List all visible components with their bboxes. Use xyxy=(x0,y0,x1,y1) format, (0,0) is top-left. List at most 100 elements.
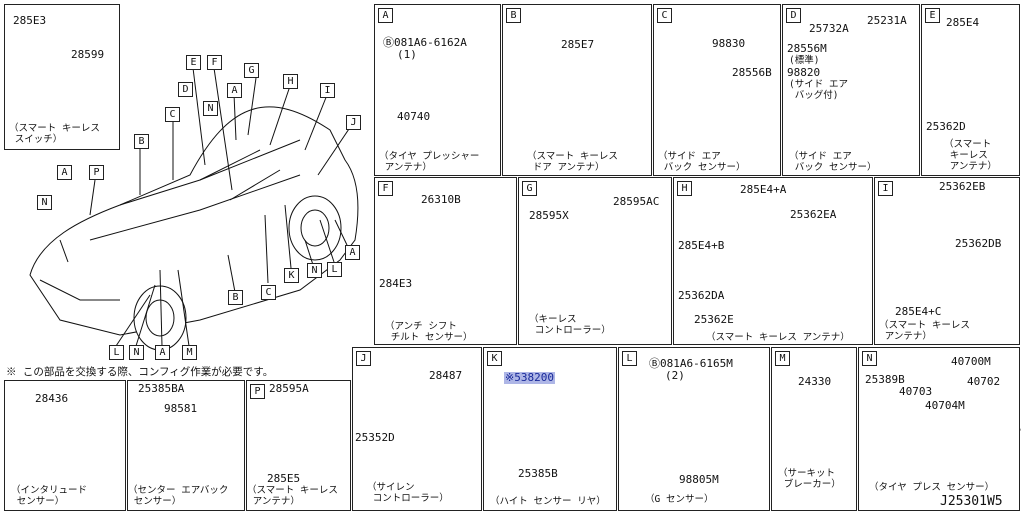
ref-tag[interactable]: N xyxy=(129,345,144,360)
ref-tag[interactable]: N xyxy=(307,263,322,278)
panel-tag: P xyxy=(250,384,265,399)
ref-tag[interactable]: B xyxy=(228,290,243,305)
ref-tag[interactable]: A xyxy=(227,83,242,98)
part-number: 28599 xyxy=(71,48,105,61)
part-number: 28487 xyxy=(429,369,463,382)
ref-tag[interactable]: L xyxy=(327,262,342,277)
part-number: 285E4 xyxy=(946,16,980,29)
caption: （サイレン コントローラー） xyxy=(367,482,449,504)
part-number: 40700M xyxy=(951,355,991,368)
panel-tag: F xyxy=(378,181,393,196)
ref-tag[interactable]: C xyxy=(165,107,180,122)
panel-p: P 28595A 285E5 （スマート キーレス アンテナ） xyxy=(246,380,351,511)
caption: （スマート キーレス アンテナ） xyxy=(706,332,850,343)
ref-tag[interactable]: A xyxy=(155,345,170,360)
ref-tag[interactable]: B xyxy=(134,134,149,149)
part-number: 285E4+B xyxy=(678,239,725,252)
ref-tag[interactable]: J xyxy=(346,115,361,130)
part-number: 40702 xyxy=(967,375,1001,388)
bolt-part-number: Ⓑ081A6-6165M xyxy=(649,357,733,370)
part-note: (サイド エア バッグ付) xyxy=(789,79,848,101)
ref-tag[interactable]: G xyxy=(244,63,259,78)
part-number: 28595A xyxy=(269,382,309,395)
part-number: 98820 xyxy=(787,66,821,79)
ref-tag[interactable]: D xyxy=(178,82,193,97)
part-note: (標準) xyxy=(789,55,820,66)
quantity: (1) xyxy=(397,48,417,61)
part-number: 25385BA xyxy=(138,382,185,395)
ref-tag[interactable]: P xyxy=(89,165,104,180)
ref-tag[interactable]: N xyxy=(203,101,218,116)
center-airbag-sensor-panel: 25385BA 98581 （センター エアバック センサー） xyxy=(127,380,245,511)
part-number: 25362EB xyxy=(939,180,986,193)
panel-k: K ※538200 25385B （ハイト センサー リヤ） xyxy=(483,347,617,511)
ref-tag[interactable]: C xyxy=(261,285,276,300)
part-number: 28556M xyxy=(787,42,827,55)
panel-h: H 285E4+A 25362EA 285E4+B 25362DA 25362E… xyxy=(673,177,873,345)
ref-tag[interactable]: A xyxy=(345,245,360,260)
ref-tag[interactable]: L xyxy=(109,345,124,360)
panel-tag: B xyxy=(506,8,521,23)
ref-tag[interactable]: H xyxy=(283,74,298,89)
part-number: 98581 xyxy=(164,402,198,415)
panel-tag: L xyxy=(622,351,637,366)
part-number: 25362DA xyxy=(678,289,725,302)
panel-tag: C xyxy=(657,8,672,23)
part-number: 98805M xyxy=(679,473,719,486)
panel-tag: J xyxy=(356,351,371,366)
part-number: 284E3 xyxy=(379,277,413,290)
part-number: 28595AC xyxy=(613,195,660,208)
panel-m: M 24330 （サーキット ブレーカー） xyxy=(771,347,857,511)
ref-tag[interactable]: I xyxy=(320,83,335,98)
ref-tag[interactable]: N xyxy=(37,195,52,210)
part-number: 40704M xyxy=(925,399,965,412)
part-number: 285E4+C xyxy=(895,305,942,318)
part-number: 25362DB xyxy=(955,237,1002,250)
part-number: 40703 xyxy=(899,385,933,398)
part-number: 98830 xyxy=(712,37,746,50)
caption: （ハイト センサー リヤ） xyxy=(490,496,606,507)
panel-tag: A xyxy=(378,8,393,23)
panel-tag: E xyxy=(925,8,940,23)
part-number: 40740 xyxy=(397,110,431,123)
diagram-id: J25301W5 xyxy=(940,494,1003,509)
ref-tag[interactable]: K xyxy=(284,268,299,283)
ref-tag[interactable]: A xyxy=(57,165,72,180)
panel-tag: K xyxy=(487,351,502,366)
panel-a: A Ⓑ081A6-6162A (1) 40740 （タイヤ プレッシャー アンテ… xyxy=(374,4,501,176)
panel-l: L Ⓑ081A6-6165M (2) 98805M （G センサー） xyxy=(618,347,770,511)
caption: （インタリュード センサー） xyxy=(11,485,88,507)
part-number: 25732A xyxy=(809,22,849,35)
part-number: 24330 xyxy=(798,375,832,388)
panel-e: E 285E4 25362D （スマート キーレス アンテナ） xyxy=(921,4,1020,176)
caption: （スマート キーレス アンテナ） xyxy=(879,320,970,342)
bolt-part-number: Ⓑ081A6-6162A xyxy=(383,36,467,49)
panel-d: D 25732A 25231A 28556M (標準) 98820 (サイド エ… xyxy=(782,4,920,176)
part-number: 285E5 xyxy=(267,472,301,485)
caption: （スマート キーレス アンテナ） xyxy=(944,139,997,172)
panel-g: G 28595X 28595AC （キーレス コントローラー） xyxy=(518,177,672,345)
ref-tag[interactable]: M xyxy=(182,345,197,360)
part-number: 285E3 xyxy=(13,14,47,27)
ref-tag[interactable]: F xyxy=(207,55,222,70)
ref-tag[interactable]: E xyxy=(186,55,201,70)
panel-tag: D xyxy=(786,8,801,23)
caption: （サイド エア バック センサー） xyxy=(789,151,877,173)
caption: （タイヤ プレス センサー） xyxy=(869,482,995,493)
part-number: 25352D xyxy=(355,431,395,444)
part-number: 25362E xyxy=(694,313,734,326)
panel-n: N 25389B 40703 40700M 40702 40704M （タイヤ … xyxy=(858,347,1020,511)
caption: （スマート キーレス スイッチ） xyxy=(9,123,100,145)
part-number: 28436 xyxy=(35,392,69,405)
vehicle-overview-drawing xyxy=(29,67,359,351)
part-number-highlighted[interactable]: ※538200 xyxy=(504,371,555,384)
panel-c: C 98830 28556B （サイド エア バック センサー） xyxy=(653,4,781,176)
panel-i: I 25362EB 25362DB 285E4+C （スマート キーレス アンテ… xyxy=(874,177,1020,345)
caption: （サーキット ブレーカー） xyxy=(778,468,841,490)
part-number: 25362EA xyxy=(790,208,837,221)
part-number: 28556B xyxy=(732,66,772,79)
caption: （サイド エア バック センサー） xyxy=(658,151,746,173)
panel-tag: N xyxy=(862,351,877,366)
part-number: 25231A xyxy=(867,14,907,27)
panel-tag: H xyxy=(677,181,692,196)
